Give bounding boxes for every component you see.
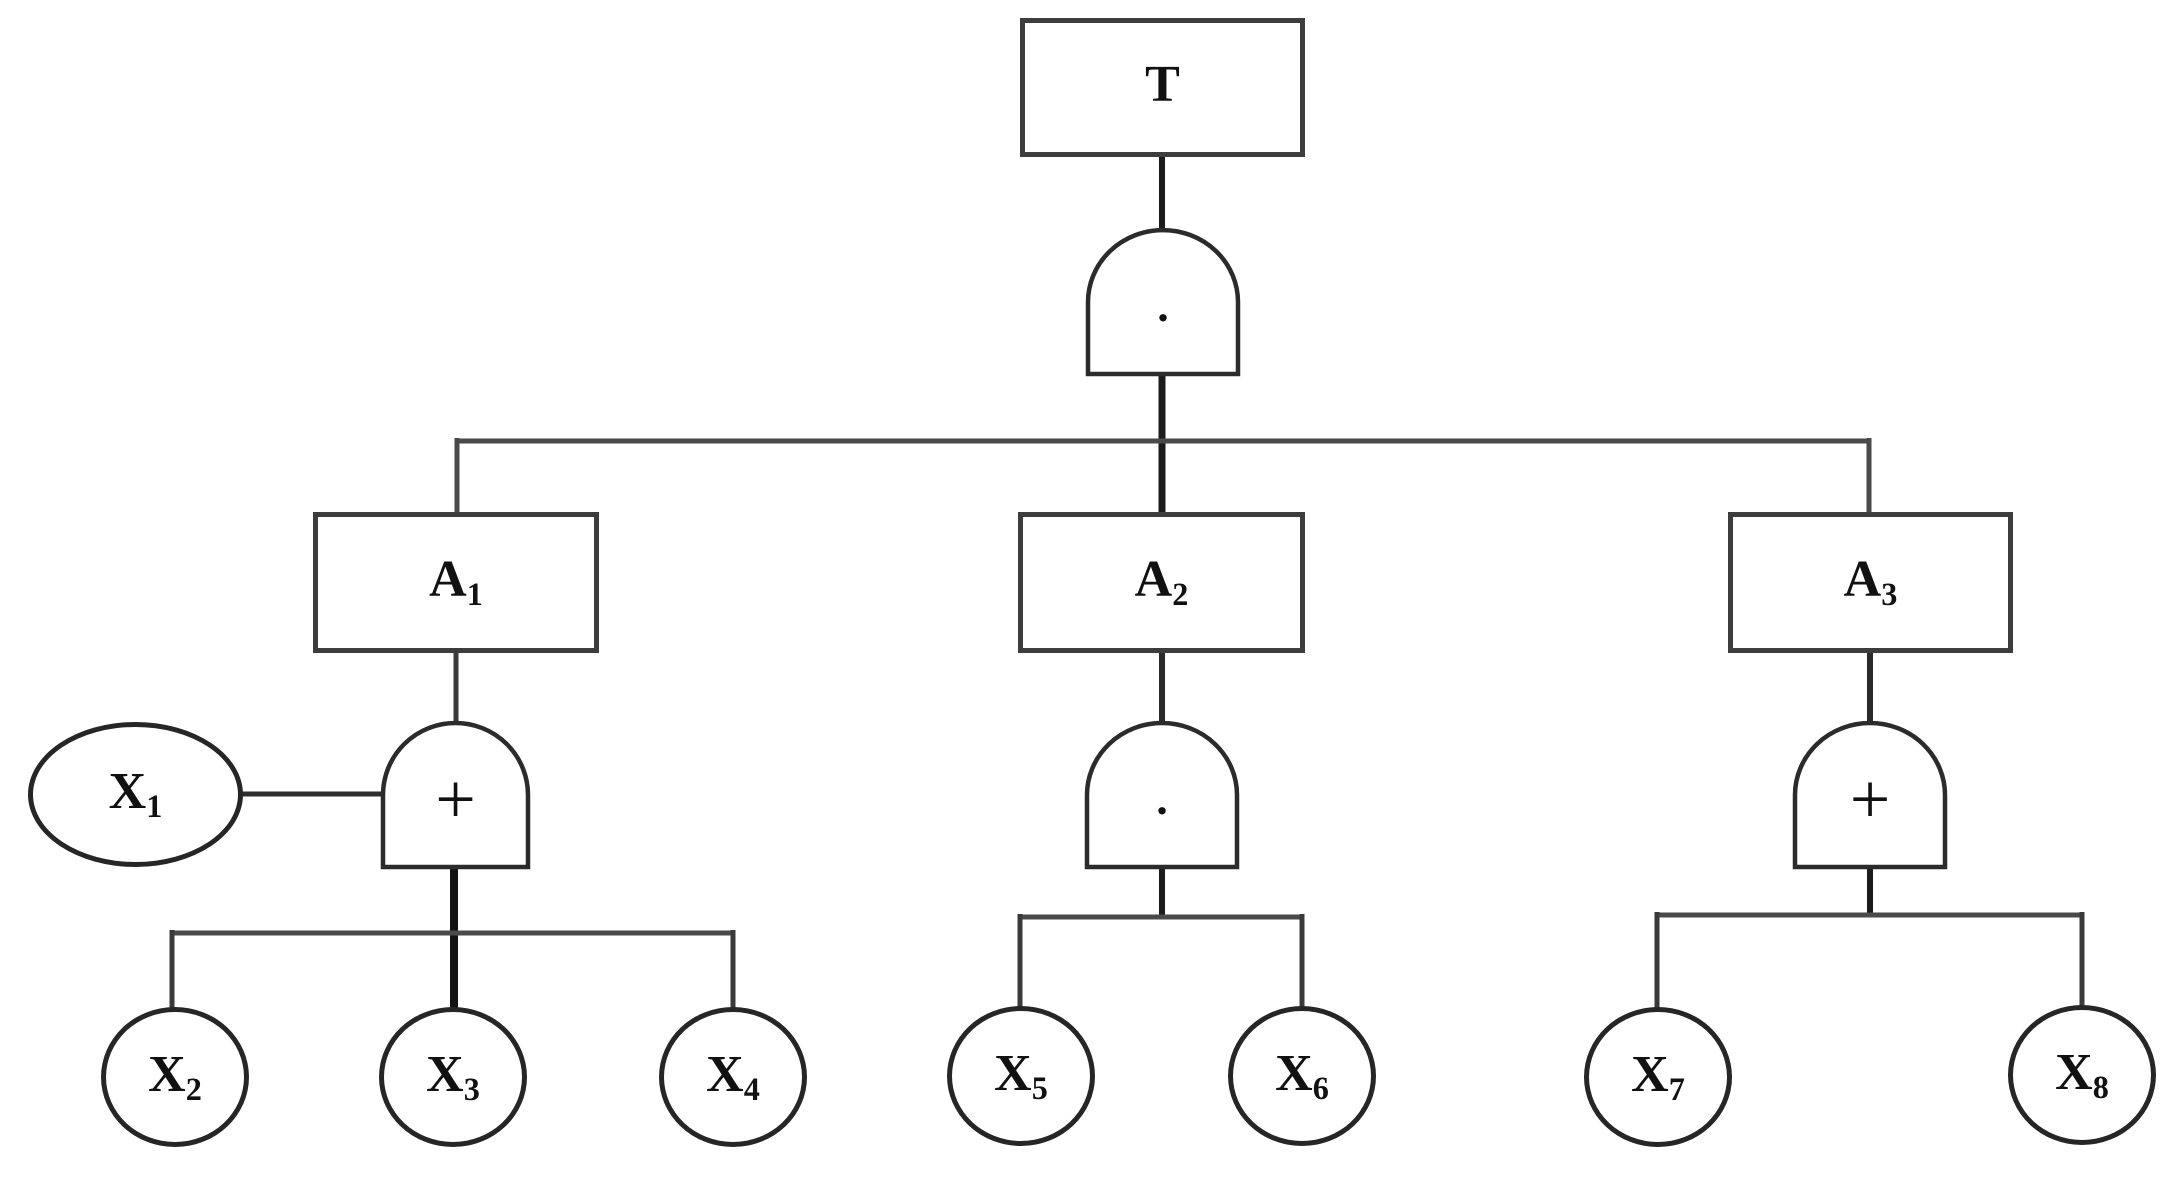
- intermediate-event-a2-box: A2: [1018, 512, 1305, 653]
- basic-event-x1-ellipse: X1: [28, 722, 243, 867]
- node-label: A3: [1843, 551, 1898, 613]
- intermediate-event-a1-box: A1: [313, 512, 599, 653]
- a1-or-gate-shape: [380, 720, 531, 870]
- node-label: T: [1145, 56, 1180, 114]
- basic-event-x4-circle: X4: [659, 1007, 807, 1147]
- top-and-gate-shape: [1085, 227, 1241, 377]
- a2-and-gate-shape: [1084, 720, 1240, 870]
- node-label: X4: [706, 1045, 760, 1107]
- node-label: X5: [994, 1044, 1048, 1106]
- basic-event-x8-circle: X8: [2008, 1005, 2156, 1145]
- basic-event-x6-circle: X6: [1228, 1006, 1376, 1146]
- basic-event-x3-circle: X3: [379, 1007, 527, 1147]
- a3-or-gate-shape: [1792, 720, 1948, 870]
- basic-event-x2-circle: X2: [101, 1007, 249, 1147]
- node-label: A1: [429, 551, 483, 613]
- node-label: X1: [108, 763, 163, 825]
- node-label: X7: [1631, 1045, 1685, 1107]
- node-label: X3: [426, 1045, 480, 1107]
- top-event-t-box: T: [1020, 18, 1305, 157]
- intermediate-event-a3-box: A3: [1728, 512, 2013, 653]
- node-label: X8: [2055, 1043, 2109, 1105]
- basic-event-x7-circle: X7: [1584, 1007, 1732, 1147]
- node-label: X6: [1275, 1044, 1329, 1106]
- basic-event-x5-circle: X5: [947, 1006, 1095, 1146]
- node-label: A2: [1134, 551, 1189, 613]
- node-label: X2: [148, 1045, 202, 1107]
